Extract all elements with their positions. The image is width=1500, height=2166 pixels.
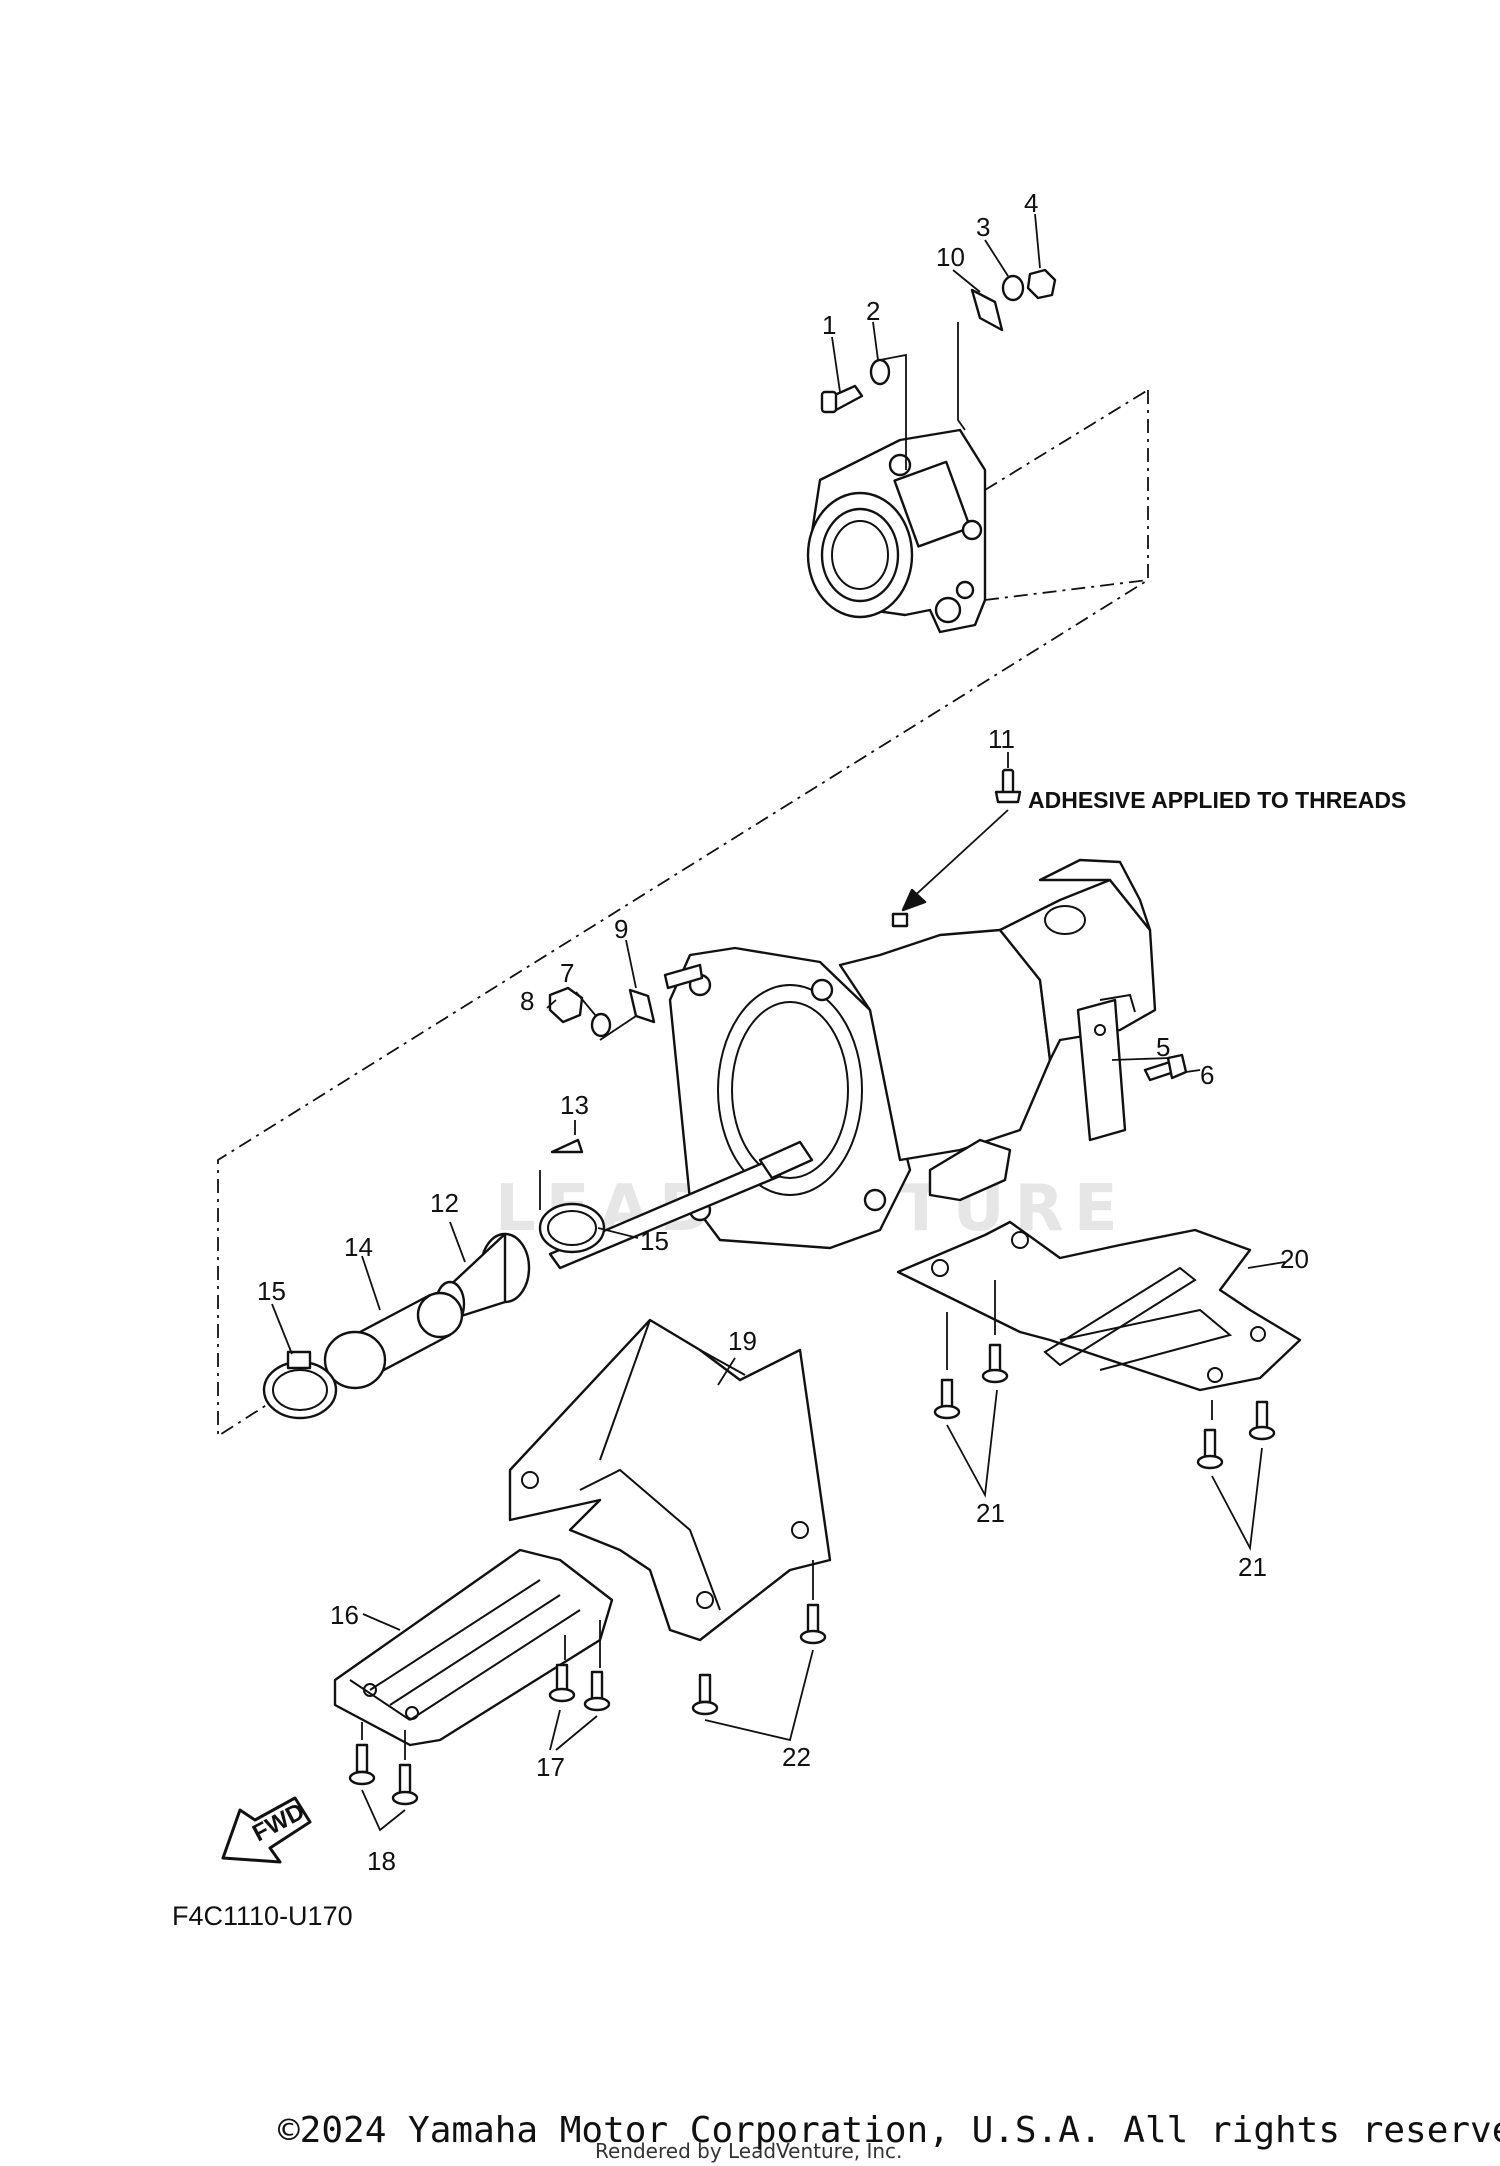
nut-part-4[interactable]	[1026, 268, 1057, 300]
clamp-part-15-left[interactable]	[262, 1350, 338, 1420]
callout-15-left: 15	[257, 1276, 286, 1306]
leader-7	[575, 991, 597, 1017]
leader-10	[879, 269, 981, 470]
copyright-text: ©2024 Yamaha Motor Corporation, U.S.A. A…	[278, 2110, 1500, 2151]
callout-14: 14	[344, 1232, 373, 1262]
callout-22: 22	[782, 1742, 811, 1772]
washer-part-7[interactable]	[590, 1012, 612, 1038]
leader-12	[449, 1221, 466, 1263]
leader-14	[361, 1255, 381, 1311]
leader-15b	[597, 1227, 639, 1239]
leader-19	[717, 1357, 736, 1386]
callout-9: 9	[614, 914, 628, 944]
sleeve-part-14[interactable]	[323, 1291, 464, 1390]
bearing-housing[interactable]	[806, 428, 987, 634]
leader-15a	[271, 1303, 293, 1355]
bolts-part-22[interactable]	[691, 1603, 827, 1716]
callout-15-right: 15	[640, 1226, 669, 1256]
lock-plate-part-9[interactable]	[628, 988, 656, 1024]
callout-19: 19	[728, 1326, 757, 1356]
grate-part-16[interactable]	[333, 1548, 614, 1747]
leader-2	[872, 321, 879, 361]
leader-20	[1247, 1261, 1286, 1269]
fwd-arrow-icon: FWD	[221, 1796, 312, 1864]
leader-17	[549, 1620, 601, 1751]
leader-16	[362, 1613, 401, 1631]
leader-21b	[1211, 1400, 1263, 1551]
callout-6: 6	[1200, 1060, 1214, 1090]
callout-4: 4	[1024, 188, 1038, 218]
callout-3: 3	[976, 212, 990, 242]
callout-7: 7	[560, 958, 574, 988]
callout-13: 13	[560, 1090, 589, 1120]
jet-pump-housing[interactable]	[668, 858, 1157, 1250]
stud	[663, 963, 704, 990]
callout-12: 12	[430, 1188, 459, 1218]
adhesive-arrowhead	[901, 888, 927, 912]
bracket-hole	[1094, 1024, 1106, 1036]
leader-9	[599, 939, 637, 1041]
leader-18	[361, 1722, 406, 1832]
bolts-part-17[interactable]	[548, 1663, 611, 1712]
phantom-outline	[217, 390, 1149, 1438]
washer-part-3[interactable]	[1001, 274, 1025, 302]
leader-22	[704, 1560, 814, 1742]
washer-part-2[interactable]	[869, 358, 891, 386]
rendered-by: Rendered by LeadVenture, Inc.	[595, 2139, 902, 2163]
bolts-part-21-right[interactable]	[1196, 1400, 1276, 1470]
lock-plate-part-10[interactable]	[970, 288, 1004, 332]
callout-17: 17	[536, 1752, 565, 1782]
adhesive-note: ADHESIVE APPLIED TO THREADS	[1028, 787, 1406, 813]
plate-part-20[interactable]	[896, 1220, 1302, 1392]
screw-part-13[interactable]	[550, 1138, 584, 1154]
leader-3	[984, 239, 1009, 277]
callout-1: 1	[822, 310, 836, 340]
leader-5	[1111, 1057, 1171, 1061]
callout-16: 16	[330, 1600, 359, 1630]
bolts-part-21-left[interactable]	[933, 1343, 1009, 1420]
bolts-part-18[interactable]	[348, 1743, 419, 1806]
callout-11: 11	[988, 724, 1015, 754]
nut-part-8[interactable]	[548, 986, 584, 1024]
callout-2: 2	[866, 296, 880, 326]
callout-10: 10	[936, 242, 965, 272]
callout-20: 20	[1280, 1244, 1309, 1274]
callout-5: 5	[1156, 1032, 1170, 1062]
leader-4	[1034, 213, 1041, 269]
leader-21a	[946, 1280, 998, 1498]
leader-6	[1185, 1069, 1201, 1073]
leader-8	[546, 999, 557, 1009]
callout-21-left: 21	[976, 1498, 1005, 1528]
drive-shaft[interactable]	[548, 1140, 814, 1270]
housing-phantom	[984, 389, 1149, 601]
callout-18: 18	[367, 1846, 396, 1876]
leader-13	[539, 1120, 576, 1210]
leader-1	[831, 336, 841, 393]
bolt-part-1[interactable]	[820, 384, 864, 414]
callout-21-right: 21	[1238, 1552, 1267, 1582]
adhesive-arrow	[909, 809, 1009, 901]
clamp-part-15-right[interactable]	[538, 1202, 606, 1254]
diagram-code: F4C1110-U170	[172, 1901, 353, 1931]
cover-part-19[interactable]	[508, 1318, 832, 1642]
callout-8: 8	[520, 986, 534, 1016]
bracket-part-5[interactable]	[1076, 998, 1127, 1142]
bolt-part-11[interactable]	[994, 768, 1022, 804]
